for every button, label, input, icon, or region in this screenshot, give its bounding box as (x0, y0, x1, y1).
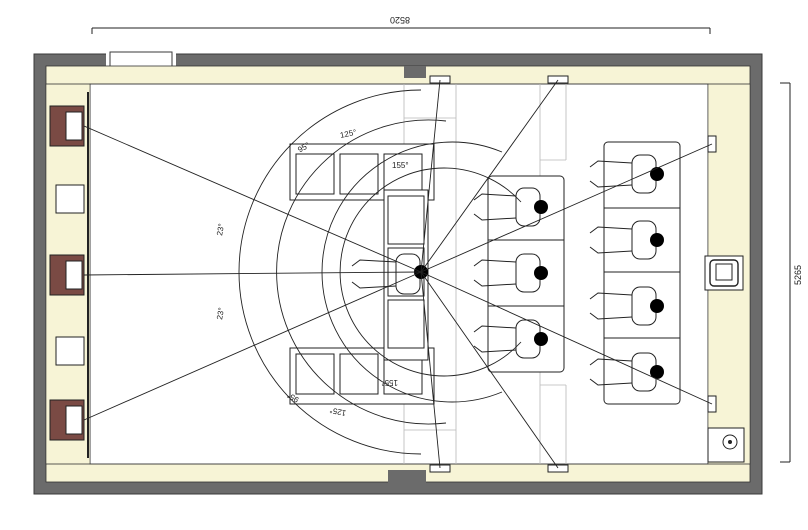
seat-icon (589, 220, 664, 260)
seat-row-back (603, 141, 681, 405)
subwoofer-icon (707, 427, 745, 463)
angle-label-lower-155: 155° (381, 378, 398, 387)
front-speakers (49, 92, 89, 458)
seat-icon (473, 187, 548, 227)
angle-label-upper-155: 155° (392, 161, 409, 170)
acoustic-panel (55, 184, 85, 214)
seat-icon (473, 319, 548, 359)
rear-equipment (704, 135, 745, 463)
projector-icon (704, 255, 744, 291)
angle-label-left-23-bottom: 23° (215, 307, 226, 320)
speaker-icon (49, 254, 85, 296)
angle-label-left-23-top: 23° (215, 223, 226, 236)
seat-icon (589, 286, 664, 326)
width-label: 8520 (390, 15, 410, 25)
speaker-icon (49, 105, 85, 147)
acoustic-panel (55, 336, 85, 366)
angle-label-lower-125: 125° (329, 405, 347, 417)
height-label: 5265 (793, 265, 803, 285)
angle-arcs (238, 89, 522, 455)
angle-label-upper-125: 125° (339, 128, 357, 140)
main-sofa (289, 143, 435, 405)
sight-lines (83, 79, 713, 469)
seat-icon (473, 253, 548, 293)
height-dimension: 5265 (780, 82, 803, 463)
speaker-icon (49, 399, 85, 441)
width-dimension: 8520 (91, 15, 711, 34)
seat-icon (589, 352, 664, 392)
